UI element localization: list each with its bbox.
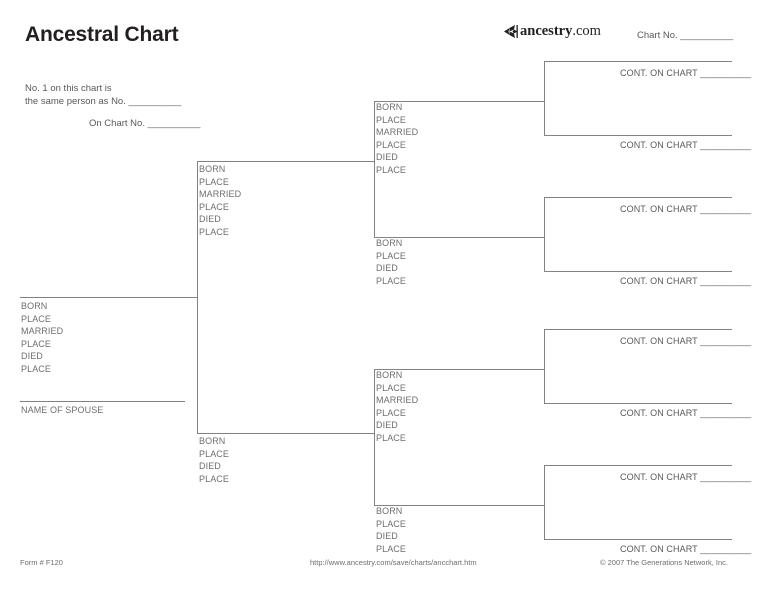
gen4-pairC-spine <box>544 329 545 403</box>
ancestry-leaf-icon <box>504 24 518 38</box>
same-person-as-no-field[interactable]: the same person as No. __________ <box>25 96 182 107</box>
gen2-father-to-gen3-connector <box>362 161 374 162</box>
gen1-fields: BORN PLACE MARRIED PLACE DIED PLACE <box>21 301 64 374</box>
footer-copyright: © 2007 The Generations Network, Inc. <box>600 558 728 567</box>
gen4-p13-cont-field[interactable]: CONT. ON CHART __________ <box>620 408 752 418</box>
gen4-p10-cont-field[interactable]: CONT. ON CHART __________ <box>620 204 752 214</box>
gen3-p4-to-gen4-connector <box>532 101 544 102</box>
gen4-p8-cont-field[interactable]: CONT. ON CHART __________ <box>620 68 752 78</box>
gen3-p5-fields: BORN PLACE DIED PLACE <box>376 238 407 286</box>
gen3-p5-to-gen4-connector <box>532 237 544 238</box>
gen3-p5-top-rule <box>374 237 544 238</box>
logo-name: ancestry <box>520 22 573 39</box>
gen4-pairD-spine <box>544 465 545 539</box>
gen4-p14-top-rule <box>544 465 732 466</box>
gen3-upper-bracket-spine <box>374 101 375 237</box>
gen4-p9-cont-field[interactable]: CONT. ON CHART __________ <box>620 140 752 150</box>
gen2-mother-to-gen3-connector <box>362 433 374 434</box>
gen1-spouse-rule <box>20 401 185 402</box>
page-title: Ancestral Chart <box>25 23 179 46</box>
ancestry-logo-text: ancestry.com <box>520 24 601 39</box>
gen3-p6-top-rule <box>374 369 544 370</box>
gen2-father-fields: BORN PLACE MARRIED PLACE DIED PLACE <box>199 164 242 237</box>
gen4-p11-cont-field[interactable]: CONT. ON CHART __________ <box>620 276 752 286</box>
gen3-p7-top-rule <box>374 505 544 506</box>
gen2-mother-top-rule <box>197 433 374 434</box>
gen2-bracket-spine <box>197 161 198 433</box>
on-chart-no-field[interactable]: On Chart No. __________ <box>89 118 201 129</box>
note-line-1: No. 1 on this chart is <box>25 83 112 94</box>
gen3-p7-to-gen4-connector <box>532 505 544 506</box>
gen4-pairB-spine <box>544 197 545 271</box>
gen1-spouse-label: NAME OF SPOUSE <box>21 405 104 415</box>
same-person-note: No. 1 on this chart is the same person a… <box>25 82 200 130</box>
gen1-to-gen2-connector <box>185 297 198 298</box>
gen3-p6-to-gen4-connector <box>532 369 544 370</box>
gen2-father-top-rule <box>197 161 374 162</box>
gen4-p12-top-rule <box>544 329 732 330</box>
gen4-p14-cont-field[interactable]: CONT. ON CHART __________ <box>620 472 752 482</box>
gen2-mother-fields: BORN PLACE DIED PLACE <box>199 436 230 484</box>
gen4-p12-cont-field[interactable]: CONT. ON CHART __________ <box>620 336 752 346</box>
logo-tld: .com <box>572 22 601 39</box>
gen4-p13-top-rule <box>544 403 732 404</box>
ancestry-logo[interactable]: ancestry.com <box>503 22 601 40</box>
gen1-top-rule <box>20 297 197 298</box>
gen4-pairA-spine <box>544 61 545 135</box>
gen4-p9-top-rule <box>544 135 732 136</box>
gen4-p15-top-rule <box>544 539 732 540</box>
gen4-p10-top-rule <box>544 197 732 198</box>
gen4-p15-cont-field[interactable]: CONT. ON CHART __________ <box>620 544 752 554</box>
gen3-p4-top-rule <box>374 101 544 102</box>
gen4-p8-top-rule <box>544 61 732 62</box>
gen4-p11-top-rule <box>544 271 732 272</box>
gen3-lower-bracket-spine <box>374 369 375 505</box>
gen3-p7-fields: BORN PLACE DIED PLACE <box>376 506 407 554</box>
chart-no-field[interactable]: Chart No. __________ <box>637 30 734 41</box>
footer-url[interactable]: http://www.ancestry.com/save/charts/ancc… <box>310 558 477 567</box>
footer-form-number: Form # F120 <box>20 558 63 567</box>
gen3-p6-fields: BORN PLACE MARRIED PLACE DIED PLACE <box>376 370 419 443</box>
gen3-p4-fields: BORN PLACE MARRIED PLACE DIED PLACE <box>376 102 419 175</box>
